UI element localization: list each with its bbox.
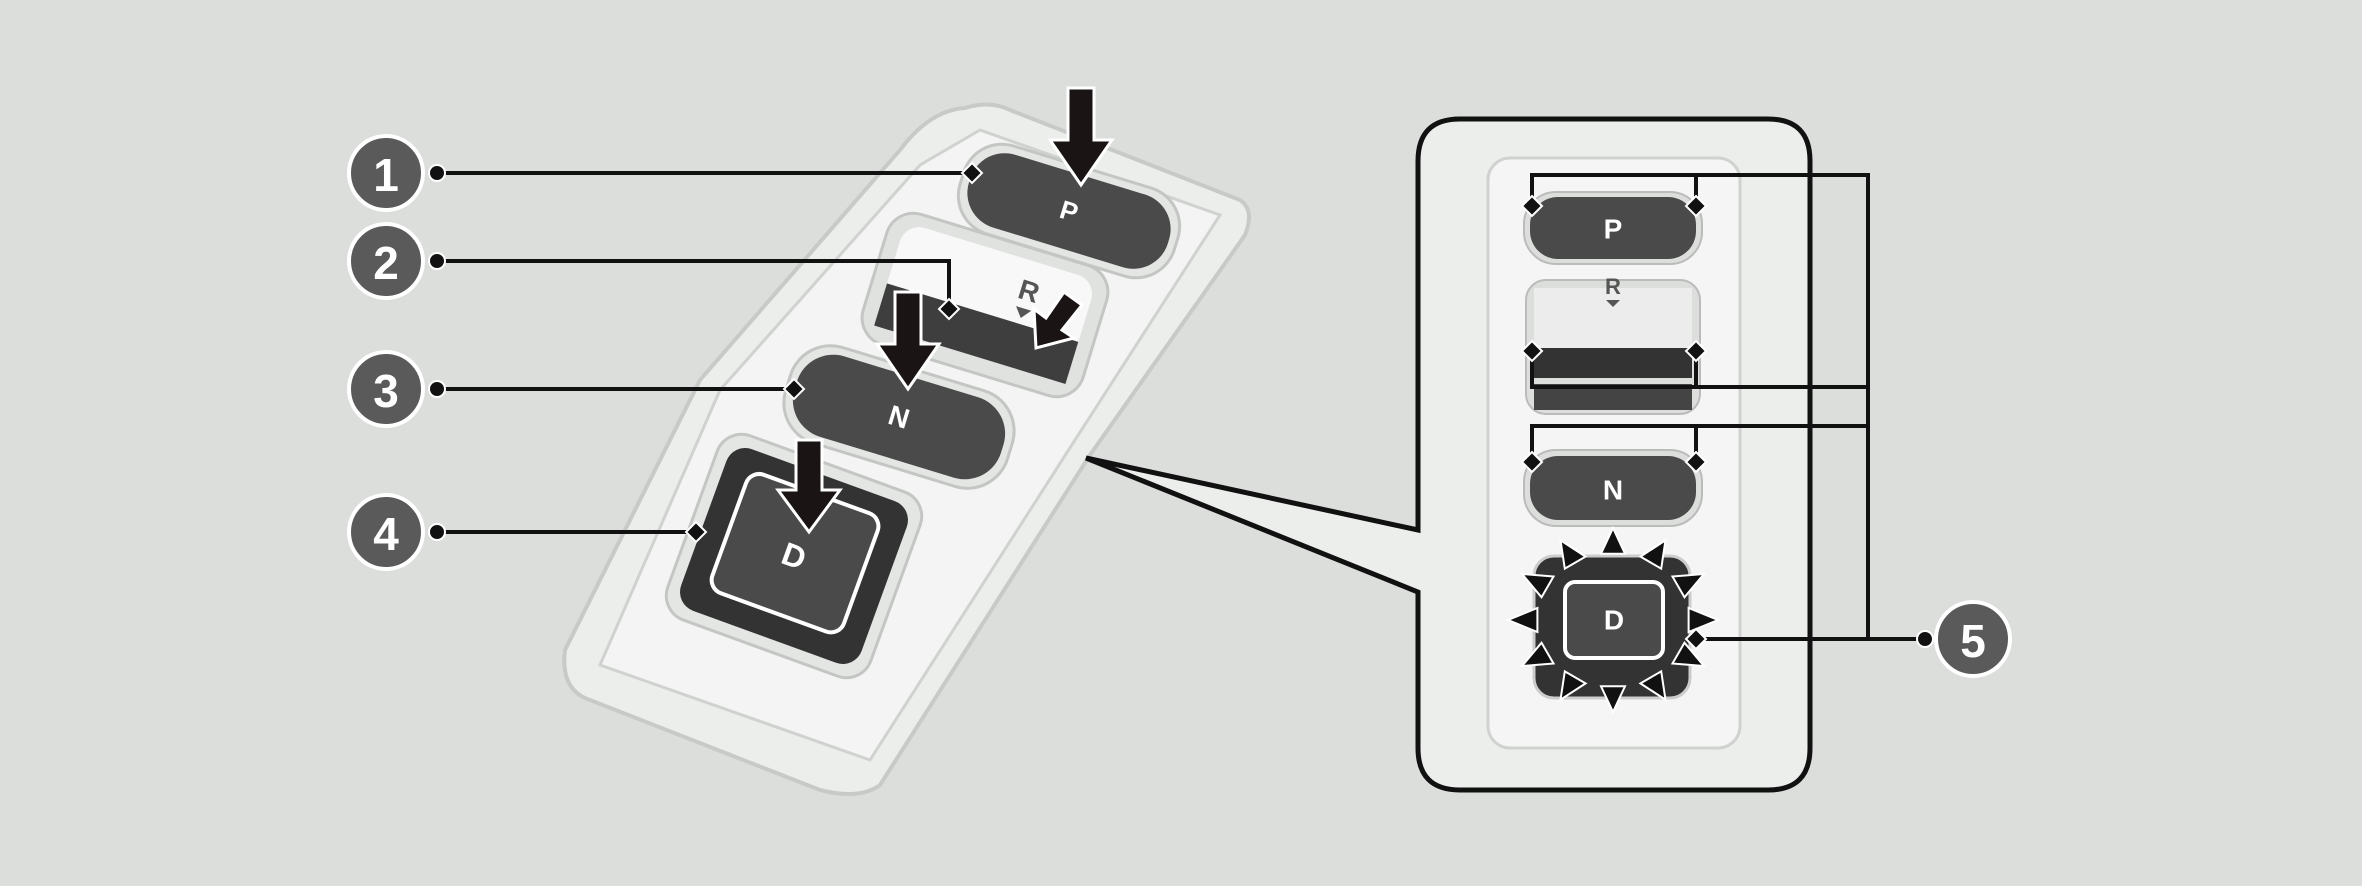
callout-4: 4 bbox=[347, 493, 425, 571]
ray-arrow-icon bbox=[1670, 640, 1707, 668]
park-button[interactable]: P bbox=[948, 134, 1189, 287]
diamond-marker-icon bbox=[1684, 339, 1708, 363]
inset-drive-label: D bbox=[1604, 605, 1624, 636]
inset-neutral-label: N bbox=[1603, 475, 1623, 506]
dot-marker-icon bbox=[428, 252, 446, 270]
diamond-marker-icon bbox=[782, 377, 806, 401]
ray-arrow-icon bbox=[1559, 669, 1588, 702]
inset-reverse-label: R bbox=[1605, 274, 1621, 299]
ray-arrow-icon bbox=[1638, 538, 1667, 571]
svg-text:3: 3 bbox=[373, 365, 399, 417]
diamond-marker-icon bbox=[1520, 339, 1544, 363]
reverse-indicator-icon bbox=[1016, 306, 1032, 319]
ray-arrow-icon bbox=[1519, 640, 1556, 668]
diamond-marker-icon bbox=[1684, 627, 1708, 651]
diamond-marker-icon bbox=[1520, 450, 1544, 474]
callout-5: 5 bbox=[1934, 600, 2012, 678]
ray-arrow-icon bbox=[1638, 669, 1667, 702]
ray-arrow-icon bbox=[1599, 685, 1627, 715]
dot-marker-icon bbox=[1916, 630, 1934, 648]
dot-marker-icon bbox=[428, 380, 446, 398]
diamond-marker-icon bbox=[1684, 450, 1708, 474]
diamond-marker-icon bbox=[937, 297, 961, 321]
diamond-marker-icon bbox=[1684, 194, 1708, 218]
ray-arrow-icon bbox=[1519, 572, 1556, 600]
diamond-marker-icon bbox=[960, 161, 984, 185]
svg-text:4: 4 bbox=[373, 508, 399, 560]
ray-arrow-icon bbox=[1599, 525, 1627, 555]
press-arrows bbox=[775, 86, 1115, 535]
inset-console: P R N D bbox=[1486, 156, 1742, 750]
dot-marker-icon bbox=[428, 164, 446, 182]
diamond-marker-icon bbox=[1520, 194, 1544, 218]
ray-arrow-icon bbox=[1505, 606, 1539, 634]
diamond-marker-icon bbox=[684, 520, 708, 544]
svg-text:5: 5 bbox=[1960, 615, 1986, 667]
press-arrow-icon bbox=[1047, 86, 1115, 188]
illumination-rays bbox=[1505, 525, 1721, 715]
svg-text:2: 2 bbox=[373, 237, 399, 289]
ray-arrow-icon bbox=[1559, 538, 1588, 571]
ray-arrow-icon bbox=[1687, 606, 1721, 634]
drive-button[interactable]: D bbox=[659, 427, 929, 685]
press-arrow-icon bbox=[775, 438, 843, 535]
reverse-indicator-icon bbox=[1606, 300, 1620, 307]
press-arrow-icon bbox=[1032, 289, 1085, 350]
ray-arrow-icon bbox=[1670, 572, 1707, 600]
leader-lines bbox=[437, 171, 972, 534]
inset-park-label: P bbox=[1604, 214, 1623, 245]
press-arrow-icon bbox=[874, 290, 942, 392]
callout-2: 2 bbox=[347, 222, 425, 300]
dot-marker-icon bbox=[428, 523, 446, 541]
callout-3: 3 bbox=[347, 350, 425, 428]
callout-1: 1 bbox=[347, 134, 425, 212]
svg-text:1: 1 bbox=[373, 149, 399, 201]
